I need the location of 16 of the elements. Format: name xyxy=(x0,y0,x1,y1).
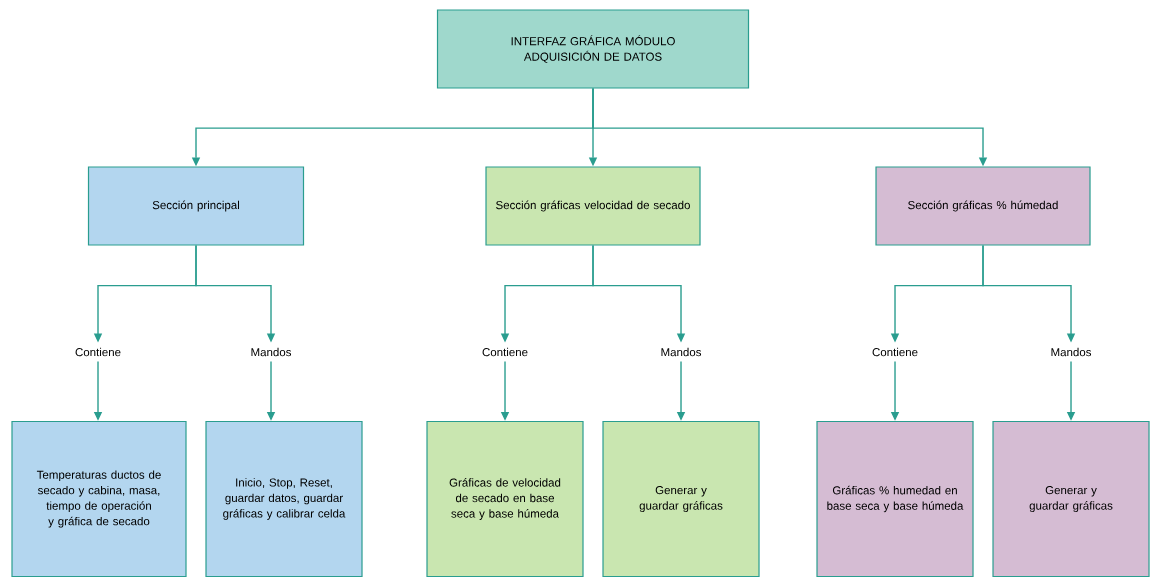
category-label: Mandos xyxy=(251,347,292,357)
category-label: Contiene xyxy=(75,347,121,357)
category-label: Mandos xyxy=(1051,347,1092,357)
process-box: Sección gráficas % húmedad xyxy=(875,166,1091,246)
category-label: Mandos xyxy=(661,347,702,357)
process-box: Generar y guardar gráficas xyxy=(602,420,760,578)
process-box: Sección gráficas velocidad de secado xyxy=(485,166,701,246)
process-box: Inicio, Stop, Reset, guardar datos, guardar gráficas y calibrar celda xyxy=(205,420,363,578)
process-box: Generar y guardar gráficas xyxy=(992,420,1150,578)
title-box: INTERFAZ GRÁFICA MÓDULO ADQUISICIÓN DE DATOS xyxy=(436,9,750,89)
process-box: Sección principal xyxy=(87,166,305,246)
process-box: Gráficas % humedad en base seca y base húmeda xyxy=(816,420,974,578)
category-label: Contiene xyxy=(482,347,528,357)
category-label: Contiene xyxy=(872,347,918,357)
process-box: Temperaturas ductos de secado y cabina, masa, tiempo de operación y gráfica de secado xyxy=(11,420,187,578)
process-box: Gráficas de velocidad de secado en base seca y base húmeda xyxy=(426,420,584,578)
